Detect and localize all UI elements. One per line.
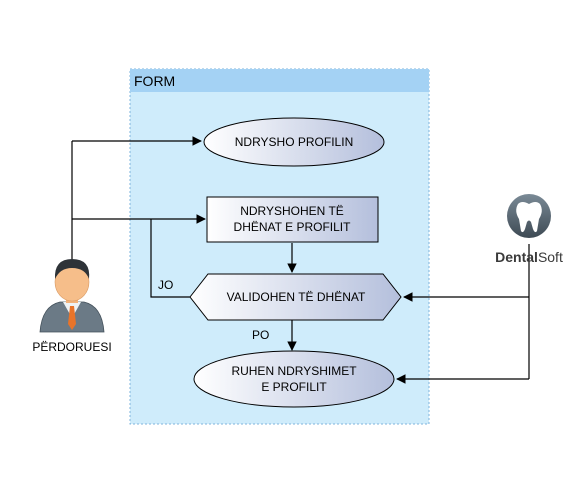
edge-label-yes: PO [252,328,269,342]
svg-text:DentalSoft: DentalSoft [495,249,563,265]
dentalsoft-logo: DentalSoft [495,194,563,265]
edge-label-no: JO [158,278,173,292]
actor-label: PËRDORUESI [32,340,111,354]
tooth-icon [507,194,551,238]
edge-validate-no-loop [150,219,190,298]
brand-light: Soft [538,249,563,265]
connectors [71,136,530,384]
node-save-line2: E PROFILIT [261,380,327,394]
node-save: RUHEN NDRYSHIMET E PROFILIT [193,350,395,408]
user-icon [39,259,105,333]
node-validate-label: VALIDOHEN TË DHËNAT [227,290,366,304]
node-validate: VALIDOHEN TË DHËNAT [189,273,402,321]
form-title: FORM [134,73,175,89]
node-data-changed-line1: NDRYSHOHEN TË [240,204,344,218]
node-data-changed-line2: DHËNAT E PROFILIT [234,220,352,234]
node-data-changed: NDRYSHOHEN TË DHËNAT E PROFILIT [206,196,379,243]
node-edit-profile: NDRYSHO PROFILIN [203,117,385,167]
node-save-line1: RUHEN NDRYSHIMET [231,364,357,378]
node-edit-profile-label: NDRYSHO PROFILIN [235,135,353,149]
brand-bold: Dental [495,249,538,265]
